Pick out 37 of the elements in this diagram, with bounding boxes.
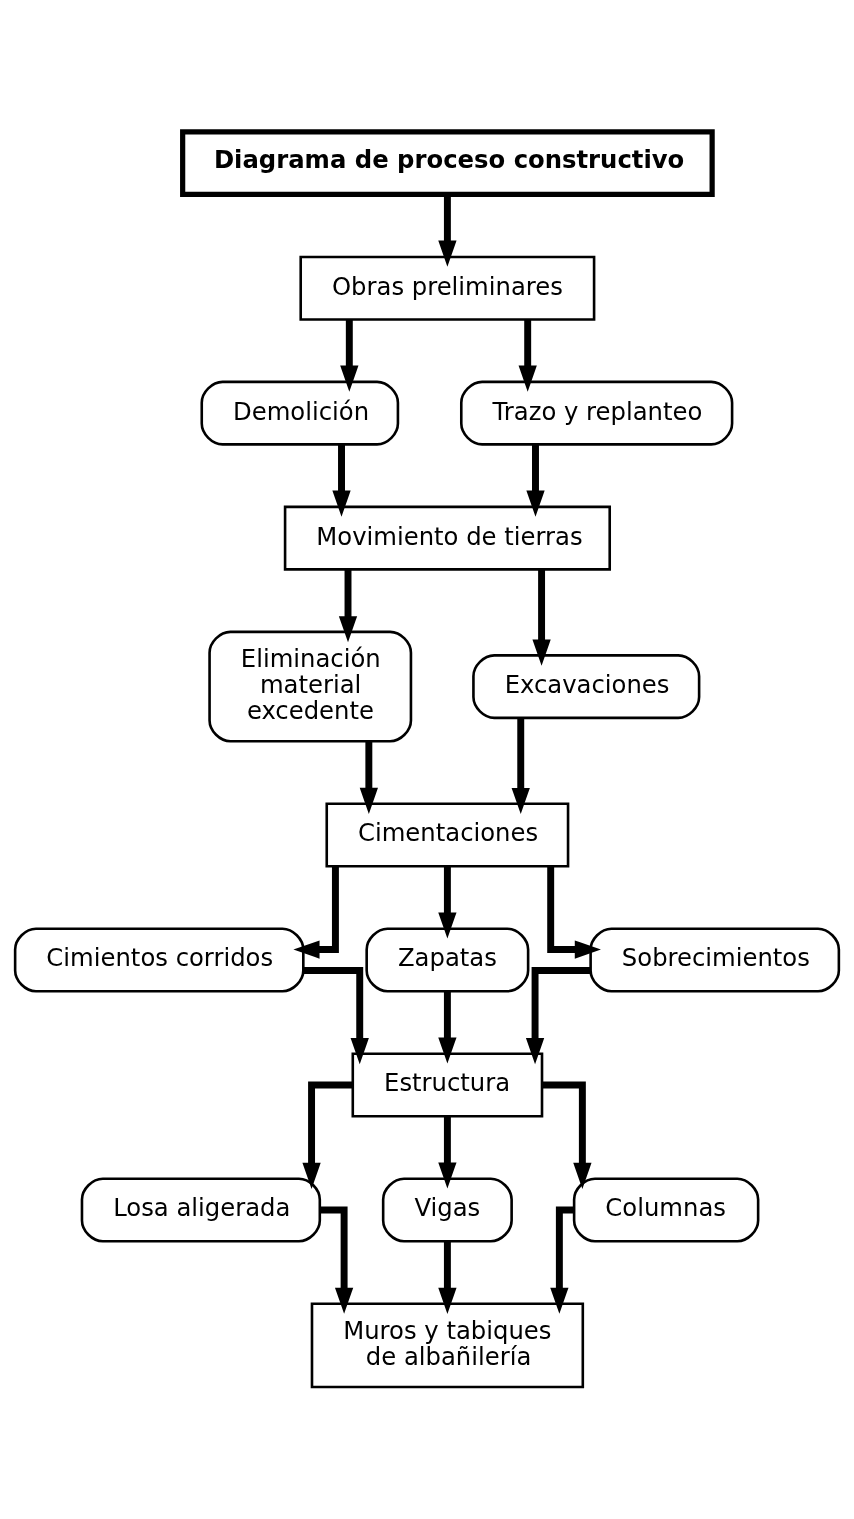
arrow — [332, 444, 351, 517]
arrow — [338, 569, 358, 643]
node-box: Eliminación material excedente — [208, 630, 413, 743]
arrow — [511, 718, 530, 815]
node-box: Demolición — [200, 380, 400, 446]
arrow — [438, 991, 457, 1064]
arrow — [438, 866, 457, 939]
node-box: Losa aligerada — [80, 1177, 322, 1243]
node-box: Cimentaciones — [325, 802, 570, 868]
node-box: Vigas — [381, 1177, 513, 1243]
node-box: Estructura — [351, 1052, 544, 1118]
arrow — [438, 1116, 457, 1189]
node-box: Trazo y replanteo — [460, 380, 734, 446]
arrow — [518, 319, 537, 392]
node-box: Sobrecimientos — [589, 927, 841, 993]
arrow — [438, 1241, 457, 1314]
arrow — [319, 1206, 354, 1314]
arrow — [542, 1081, 592, 1189]
node-box: Movimiento de tierras — [283, 505, 611, 571]
arrow — [302, 1081, 353, 1189]
node-box: Excavaciones — [472, 654, 701, 720]
arrow — [525, 966, 591, 1065]
arrow — [293, 866, 339, 959]
arrow — [526, 444, 545, 517]
arrow — [340, 319, 359, 392]
node-box: Diagrama de proceso constructivo — [180, 129, 715, 198]
arrow — [550, 1206, 574, 1314]
arrow — [438, 194, 457, 267]
node-box: Zapatas — [365, 927, 530, 993]
arrow — [359, 741, 378, 814]
arrow — [303, 966, 369, 1065]
arrow — [547, 866, 601, 959]
node-box: Muros y tabiques de albañilería — [310, 1302, 585, 1389]
node-box: Obras preliminares — [299, 255, 596, 321]
node-box: Columnas — [572, 1177, 760, 1243]
node-box: Cimientos corridos — [13, 927, 305, 993]
arrow — [532, 569, 551, 666]
